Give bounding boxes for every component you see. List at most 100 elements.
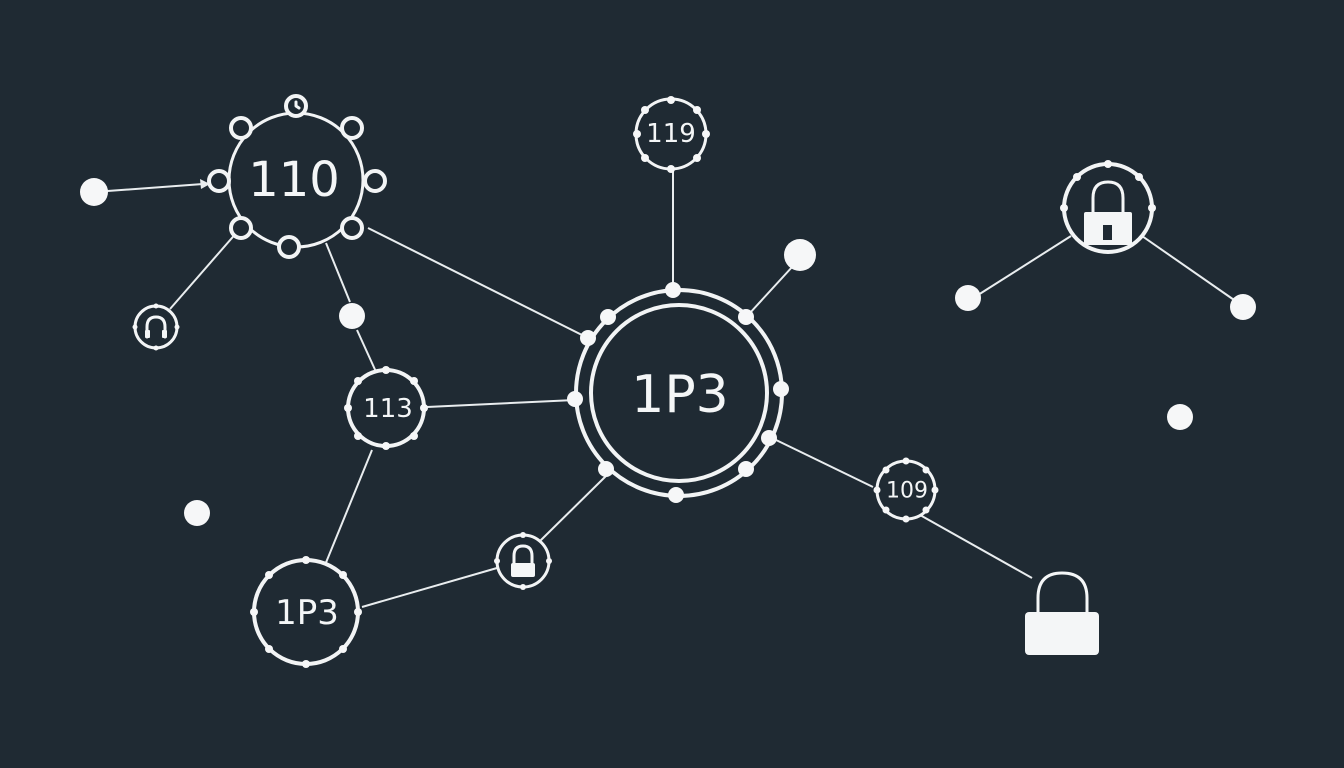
node-stud (339, 645, 347, 653)
node-knob (207, 169, 231, 193)
node-stud (641, 106, 649, 114)
edge-113-to-center (426, 399, 576, 408)
node-label-110: 110 (248, 152, 340, 208)
node-knob (363, 169, 387, 193)
node-stud (420, 404, 428, 412)
node-stud (668, 487, 684, 503)
node-stud (174, 324, 180, 330)
node-stud (1104, 160, 1112, 168)
node-stud (922, 466, 930, 474)
node-stud (250, 608, 258, 616)
node-knob (229, 216, 253, 240)
node-stud (567, 391, 583, 407)
node-stud (693, 154, 701, 162)
node-stud (761, 430, 777, 446)
node-stud (1135, 173, 1143, 181)
node-stud (738, 309, 754, 325)
node-stud (546, 558, 552, 564)
node-1p3-lower: 1P3 (250, 556, 362, 668)
edge-110-to-headset (169, 230, 239, 310)
node-headset (132, 303, 180, 351)
clock-icon (294, 100, 301, 110)
node-stud (302, 660, 310, 668)
node-113: 113 (344, 366, 428, 450)
node-stud (1073, 173, 1081, 181)
node-stud (354, 377, 362, 385)
padlock-icon (1084, 180, 1132, 245)
node-stud (600, 309, 616, 325)
arrowhead-icon (200, 179, 210, 189)
node-stud (153, 345, 159, 351)
node-dot (1167, 404, 1193, 430)
node-stud (1060, 204, 1068, 212)
node-stud (873, 486, 881, 494)
edge-110-to-mid-dot (325, 242, 351, 303)
padlock-icon (511, 544, 535, 577)
node-stud (494, 558, 500, 564)
node-stud (344, 404, 352, 412)
node-stud (902, 515, 910, 523)
node-stud (882, 466, 890, 474)
edge-109-to-large-lock (919, 514, 1033, 579)
edge-dot-to-center (748, 265, 794, 315)
node-inner-ring (589, 303, 769, 483)
headset-icon (145, 315, 167, 339)
node-stud (382, 366, 390, 374)
node-label-113: 113 (363, 394, 413, 424)
node-top-right-lock (1060, 160, 1156, 254)
node-stud (153, 303, 159, 309)
edge-top-right-lock-to-dot-a (977, 235, 1072, 296)
node-stud (902, 457, 910, 465)
node-stud (265, 645, 273, 653)
edge-110-to-center (367, 227, 589, 339)
node-stud (693, 106, 701, 114)
node-stud (633, 130, 641, 138)
node-label-1p3-center: 1P3 (631, 365, 729, 425)
node-dot (784, 239, 816, 271)
node-dot (184, 500, 210, 526)
node-stud (882, 506, 890, 514)
node-stud (410, 432, 418, 440)
node-stud (339, 571, 347, 579)
node-knob (340, 116, 364, 140)
node-knob (229, 116, 253, 140)
node-stud (641, 154, 649, 162)
node-label-109: 109 (886, 479, 928, 504)
node-119: 119 (633, 96, 710, 173)
node-stud (702, 130, 710, 138)
padlock-icon (1025, 571, 1099, 655)
edge-top-right-lock-to-dot-b (1141, 235, 1238, 303)
node-dot (955, 285, 981, 311)
edge-dot-left-to-110 (93, 183, 204, 193)
edge-center-to-109 (773, 438, 874, 488)
node-stud (410, 377, 418, 385)
node-stud (354, 432, 362, 440)
node-label-1p3-lower: 1P3 (275, 593, 339, 633)
node-stud (665, 282, 681, 298)
node-stud (520, 584, 526, 590)
edge-mid-dot-to-113 (356, 329, 378, 375)
node-stud (773, 381, 789, 397)
node-stud (667, 96, 675, 104)
node-dot (1230, 294, 1256, 320)
node-stud (667, 165, 675, 173)
node-ring (495, 533, 551, 589)
node-stud (931, 486, 939, 494)
edge-113-to-lower-1p3 (324, 449, 373, 566)
dot-layer (80, 178, 1256, 526)
node-stud (580, 330, 596, 346)
node-1p3-center: 1P3 (567, 282, 789, 503)
node-109: 109 (873, 457, 939, 523)
edge-layer (93, 170, 1238, 608)
node-stud (922, 506, 930, 514)
node-110: 110 (207, 94, 387, 259)
node-ring (133, 304, 179, 350)
node-knob (340, 216, 364, 240)
node-dot (80, 178, 108, 206)
node-stud (354, 608, 362, 616)
edge-lower-1p3-to-small-lock (361, 567, 498, 608)
node-stud (132, 324, 138, 330)
node-stud (598, 461, 614, 477)
node-stud (302, 556, 310, 564)
